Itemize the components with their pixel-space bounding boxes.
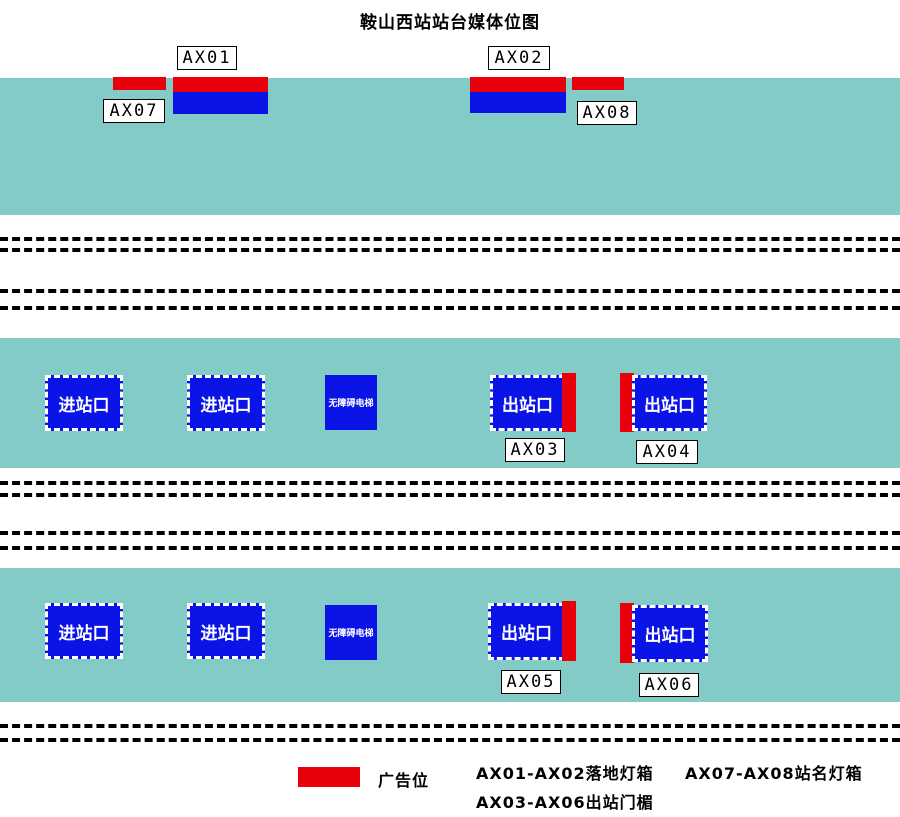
ax06-ad (620, 603, 634, 663)
ax03-ad (562, 373, 576, 432)
entry-gate: 进站口 (45, 375, 123, 431)
exit-gate: 出站口 (490, 375, 565, 431)
track-line (0, 546, 900, 550)
entry-gate: 进站口 (187, 375, 265, 431)
exit-gate: 出站口 (632, 375, 707, 431)
diagram-title: 鞍山西站站台媒体位图 (360, 13, 540, 33)
track-line (0, 306, 900, 310)
legend-ad-swatch (298, 767, 360, 787)
platform-2 (0, 338, 900, 468)
track-line (0, 531, 900, 535)
entry-gate: 进站口 (45, 603, 123, 659)
track-line (0, 248, 900, 252)
legend-exit-lintel: AX03-AX06出站门楣 (476, 793, 654, 812)
ax02-ad (470, 77, 566, 92)
exit-gate: 出站口 (488, 603, 565, 660)
ax04-ad (620, 373, 634, 432)
track-line (0, 738, 900, 742)
elevator: 无障碍电梯 (325, 605, 377, 660)
ax05-label: AX05 (501, 670, 561, 694)
track-line (0, 724, 900, 728)
entry-gate: 进站口 (187, 603, 265, 659)
elevator: 无障碍电梯 (325, 375, 377, 430)
legend-ad-label: 广告位 (378, 771, 430, 790)
ax02-box (470, 92, 566, 113)
ax02-label: AX02 (488, 46, 550, 70)
track-line (0, 289, 900, 293)
ax01-box (173, 92, 268, 114)
exit-gate: 出站口 (632, 605, 708, 662)
ax08-ad (572, 77, 624, 90)
ax01-label: AX01 (177, 46, 237, 70)
legend-floor-lightbox: AX01-AX02落地灯箱 (476, 764, 654, 783)
track-line (0, 493, 900, 497)
ax03-label: AX03 (505, 438, 565, 462)
ax01-ad (173, 77, 268, 92)
ax08-label: AX08 (577, 101, 637, 125)
track-line (0, 481, 900, 485)
track-line (0, 237, 900, 241)
legend-station-lightbox: AX07-AX08站名灯箱 (685, 764, 863, 783)
ax05-ad (562, 601, 576, 661)
ax04-label: AX04 (636, 440, 698, 464)
ax07-ad (113, 77, 166, 90)
ax06-label: AX06 (639, 673, 699, 697)
ax07-label: AX07 (103, 99, 165, 123)
platform-3 (0, 568, 900, 702)
